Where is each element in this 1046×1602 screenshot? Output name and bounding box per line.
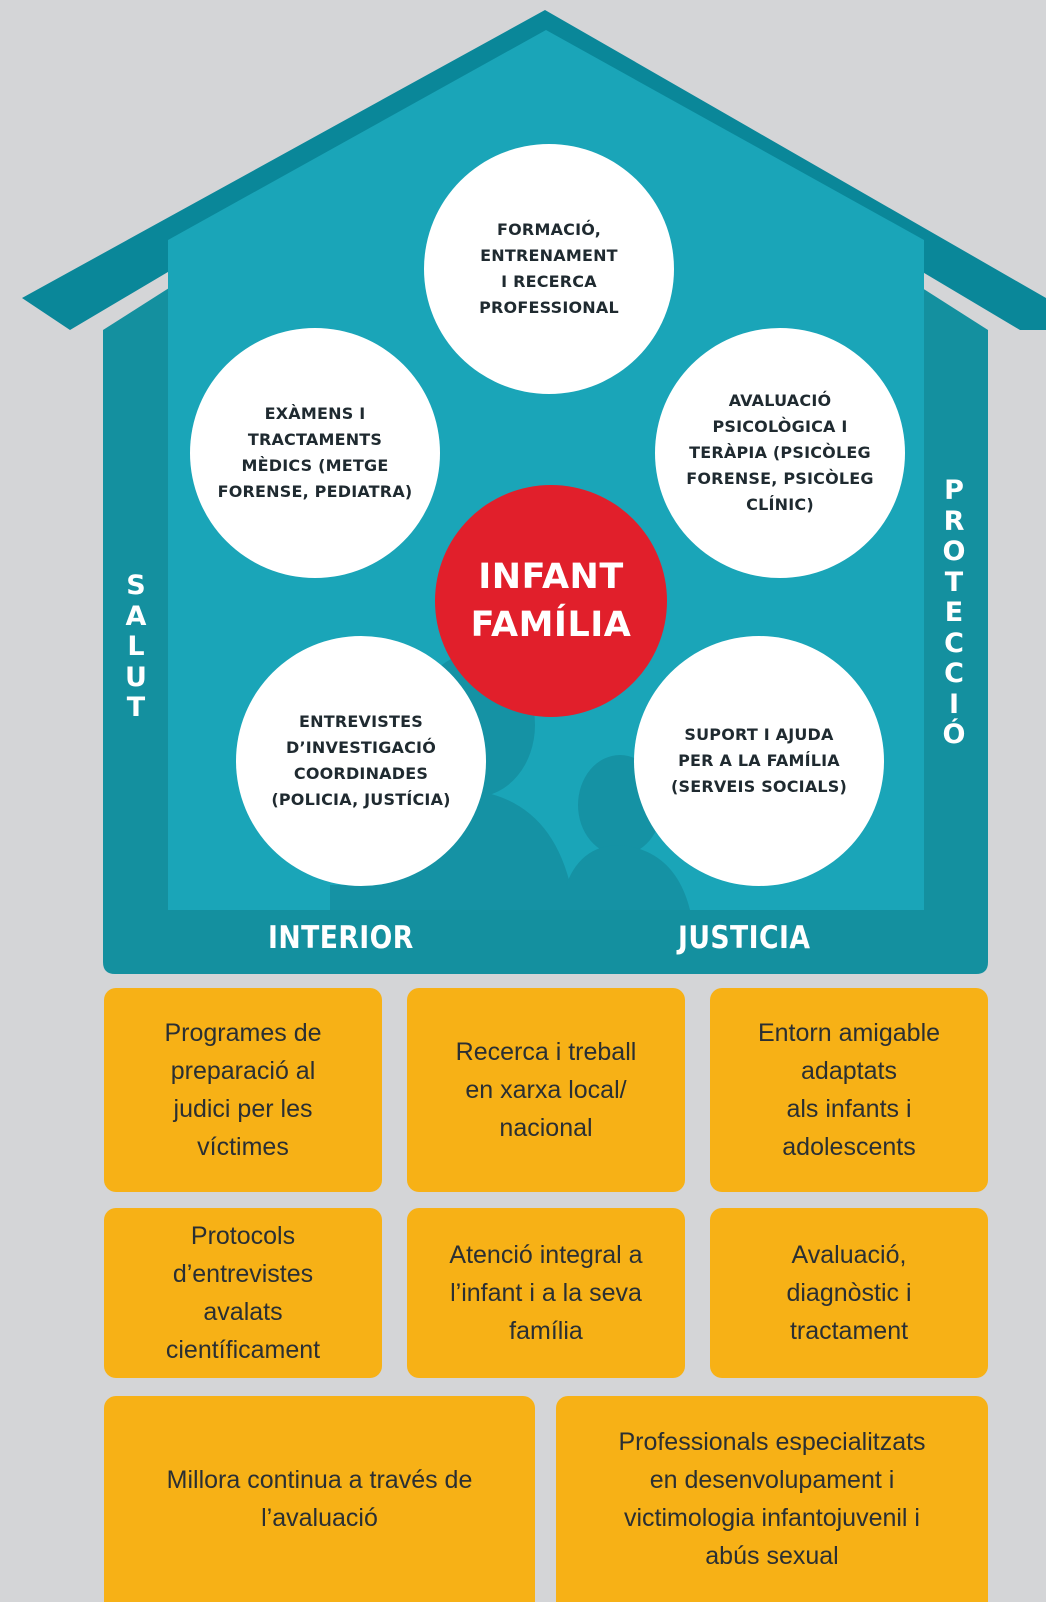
circle-formacio: FORMACIÓ, ENTRENAMENT I RECERCA PROFESSI… (424, 144, 674, 394)
box-avaluacio-diagnostic: Avaluació, diagnòstic i tractament (710, 1208, 988, 1378)
circle-entrevistes-text: ENTREVISTES D’INVESTIGACIÓ COORDINADES (… (271, 712, 451, 809)
box-entorn-amigable: Entorn amigable adaptats als infants i a… (710, 988, 988, 1192)
salut-letter-1: A (125, 600, 147, 632)
box-programes-preparacio: Programes de preparació al judici per le… (104, 988, 382, 1192)
box-atencio-integral: Atenció integral a l’infant i a la seva … (407, 1208, 685, 1378)
justicia-label: JUSTICIA (678, 920, 811, 956)
circle-examens-text: EXÀMENS I TRACTAMENTS MÈDICS (METGE FORE… (217, 404, 413, 501)
box-protocols-entrevistes: Protocols d’entrevistes avalats científi… (104, 1208, 382, 1378)
proteccio-letter-1: R (943, 505, 965, 537)
box-protocols-entrevistes-text: Protocols d’entrevistes avalats científi… (165, 1222, 321, 1364)
proteccio-letter-8: Ó (942, 719, 966, 750)
circle-suport-text: SUPORT I AJUDA PER A LA FAMÍLIA (SERVEIS… (670, 725, 848, 796)
circle-avaluacio-psicologica-text: AVALUACIÓ PSICOLÒGICA I TERÀPIA (PSICÒLE… (686, 391, 874, 514)
box-millora-continua-text: Millora continua a través de l’avaluació (166, 1466, 473, 1532)
box-recerca-xarxa-text: Recerca i treball en xarxa local/ nacion… (455, 1038, 637, 1142)
proteccio-letter-7: I (948, 688, 960, 720)
box-recerca-xarxa: Recerca i treball en xarxa local/ nacion… (407, 988, 685, 1192)
proteccio-letter-6: C (944, 658, 964, 689)
interior-label: INTERIOR (268, 920, 414, 956)
box-programes-preparacio-text: Programes de preparació al judici per le… (164, 1019, 322, 1161)
proteccio-letter-2: O (942, 536, 966, 567)
box-professionals-especialitzats-text: Professionals especialitzats en desenvol… (618, 1428, 926, 1570)
proteccio-letter-3: T (944, 566, 964, 598)
box-avaluacio-diagnostic-text: Avaluació, diagnòstic i tractament (786, 1241, 912, 1345)
salut-letter-0: S (126, 570, 146, 601)
circle-formacio-text: FORMACIÓ, ENTRENAMENT I RECERCA PROFESSI… (479, 220, 619, 317)
salut-letter-4: T (126, 692, 146, 723)
box-professionals-especialitzats: Professionals especialitzats en desenvol… (556, 1396, 988, 1602)
circle-suport: SUPORT I AJUDA PER A LA FAMÍLIA (SERVEIS… (634, 636, 884, 886)
box-entorn-amigable-text: Entorn amigable adaptats als infants i a… (757, 1019, 941, 1161)
center-circle-text: INFANT FAMÍLIA (470, 557, 632, 645)
circle-examens: EXÀMENS I TRACTAMENTS MÈDICS (METGE FORE… (190, 328, 440, 578)
proteccio-letter-0: P (944, 475, 964, 506)
salut-letter-3: U (125, 661, 147, 693)
circle-avaluacio-psicologica: AVALUACIÓ PSICOLÒGICA I TERÀPIA (PSICÒLE… (655, 328, 905, 578)
proteccio-letter-4: E (944, 597, 964, 628)
center-circle-infant-familia: INFANT FAMÍLIA (435, 485, 667, 717)
box-millora-continua: Millora continua a través de l’avaluació (104, 1396, 535, 1602)
proteccio-letter-5: C (944, 627, 964, 659)
salut-letter-2: L (127, 631, 145, 662)
box-atencio-integral-text: Atenció integral a l’infant i a la seva … (449, 1241, 643, 1345)
circle-entrevistes: ENTREVISTES D’INVESTIGACIÓ COORDINADES (… (236, 636, 486, 886)
